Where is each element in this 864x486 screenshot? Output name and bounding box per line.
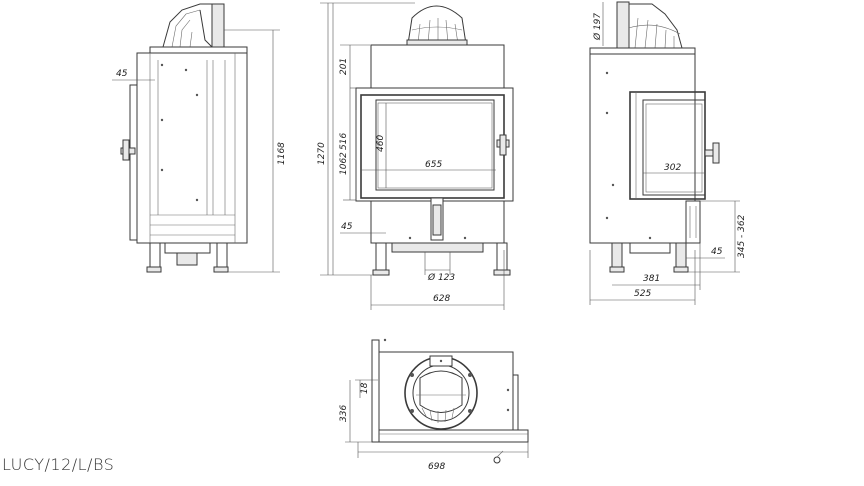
side-view-right: [589, 1, 740, 305]
dim-right-302: 302: [664, 163, 681, 173]
dim-right-345-362: 345 - 362: [737, 214, 747, 258]
dim-front-516: 516: [339, 133, 349, 150]
dim-side-45: 45: [116, 69, 128, 79]
dim-right-45: 45: [711, 247, 723, 257]
dim-front-1270: 1270: [317, 142, 327, 165]
dim-front-460: 460: [376, 135, 386, 152]
front-view: [320, 2, 514, 310]
dim-front-1062: 1062: [339, 152, 349, 175]
dim-top-336: 336: [339, 405, 349, 422]
dim-front-628: 628: [433, 294, 450, 304]
dim-front-d123: Ø 123: [427, 272, 455, 283]
dim-front-45: 45: [341, 222, 353, 232]
model-label: LUCY/12/L/BS: [2, 455, 115, 474]
dim-top-698: 698: [428, 462, 445, 472]
dim-right-d197: Ø 197: [592, 13, 603, 41]
dim-front-655: 655: [425, 160, 442, 170]
dim-right-525: 525: [634, 289, 651, 299]
dim-front-201: 201: [339, 58, 349, 75]
dim-top-18: 18: [360, 382, 370, 394]
dim-side-1168: 1168: [277, 142, 287, 165]
top-view: [345, 338, 529, 464]
side-view-left: [112, 3, 280, 273]
dim-right-381: 381: [643, 274, 660, 284]
